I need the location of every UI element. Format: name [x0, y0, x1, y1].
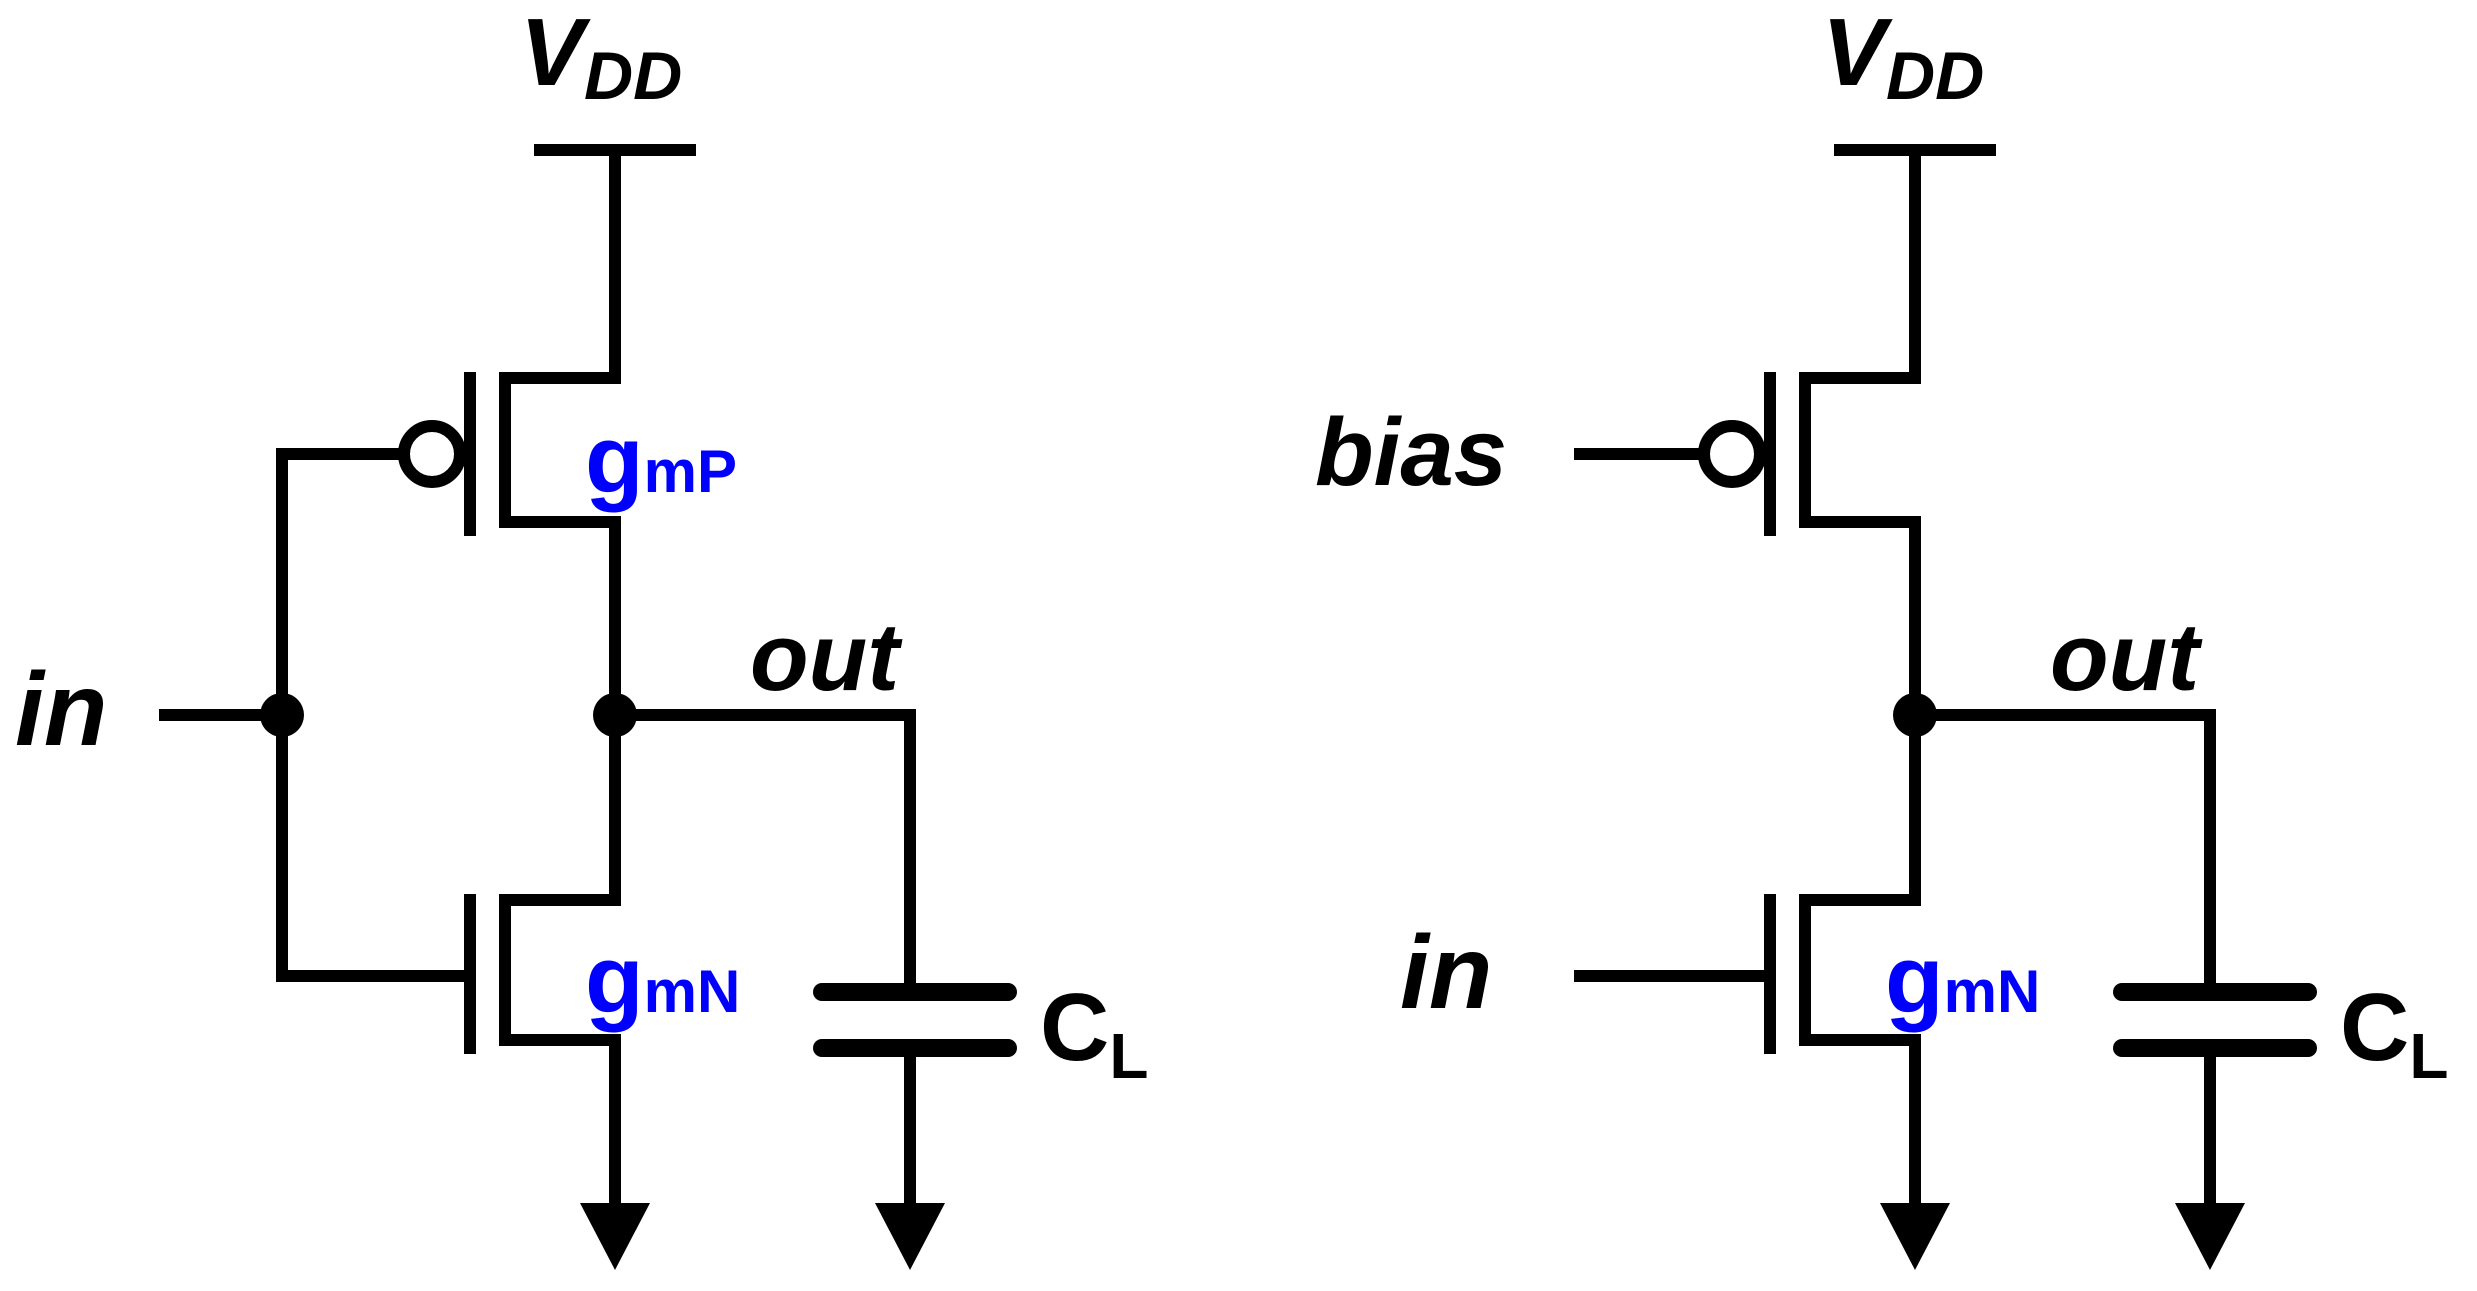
left-load-capacitor — [813, 983, 1017, 1270]
left-gmn-label: gmN — [585, 926, 740, 1033]
right-gmn-label: gmN — [1885, 926, 2040, 1033]
left-in-label: in — [15, 652, 107, 768]
left-pmos-transistor — [398, 372, 621, 536]
left-gate-tie — [276, 448, 476, 982]
left-out-label: out — [750, 604, 903, 711]
left-cl-label: CL — [1040, 974, 1148, 1092]
left-cap-ground-arrow — [875, 1203, 945, 1270]
right-cap-ground-arrow — [2175, 1203, 2245, 1270]
right-load-capacitor — [2113, 983, 2317, 1270]
right-nmos-ground-arrow — [1880, 1203, 1950, 1270]
current-source-load-circuit: VDD bias out gmN in — [1315, 0, 2448, 1270]
right-cl-label: CL — [2340, 974, 2448, 1092]
left-pmos-gate-bubble — [398, 420, 466, 488]
left-nmos-ground-arrow — [580, 1203, 650, 1270]
right-out-label: out — [2050, 604, 2203, 711]
right-in-label: in — [1400, 915, 1492, 1031]
left-vdd-label: VDD — [520, 0, 682, 114]
cmos-inverter-circuit: VDD gmP out gmN in — [15, 0, 1148, 1270]
left-gmp-label: gmP — [585, 406, 737, 513]
left-input-node — [260, 693, 304, 737]
right-vdd-label: VDD — [1822, 0, 1984, 114]
right-pmos-transistor — [1698, 372, 1921, 536]
right-bias-label: bias — [1315, 399, 1507, 506]
right-pmos-gate-bubble — [1698, 420, 1766, 488]
